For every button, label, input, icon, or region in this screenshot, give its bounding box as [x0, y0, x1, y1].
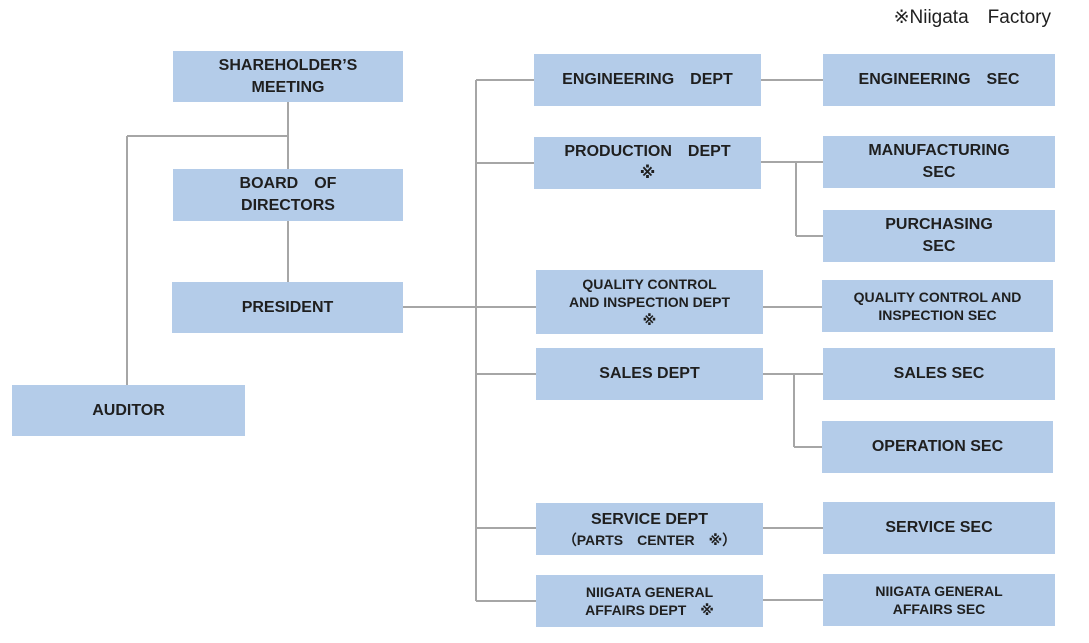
- president-label: PRESIDENT: [241, 298, 334, 316]
- service-sec-box: SERVICE SEC: [823, 502, 1055, 554]
- operation-sec-box: OPERATION SEC: [822, 421, 1053, 473]
- production-dept-box: PRODUCTION DEPT ※: [534, 137, 761, 189]
- auditor-label: AUDITOR: [92, 401, 165, 419]
- niigata-general-affairs-sec-label: NIIGATA GENERAL AFFAIRS SEC: [875, 583, 1003, 617]
- board-of-directors-label: BOARD OF DIRECTORS: [239, 175, 337, 214]
- sales-sec-label: SALES SEC: [893, 365, 985, 382]
- sales-dept-label: SALES DEPT: [599, 365, 700, 382]
- quality-control-dept-label: QUALITY CONTROL AND INSPECTION DEPT ※: [568, 276, 730, 328]
- service-dept-box: SERVICE DEPT （PARTS CENTER ※）: [536, 503, 763, 555]
- niigata-general-affairs-dept-box: NIIGATA GENERAL AFFAIRS DEPT ※: [536, 575, 763, 627]
- shareholders-meeting-label: SHAREHOLDER’S MEETING: [218, 56, 358, 96]
- quality-control-dept-box: QUALITY CONTROL AND INSPECTION DEPT ※: [536, 270, 763, 334]
- sales-dept-box: SALES DEPT: [536, 348, 763, 400]
- board-of-directors-box: BOARD OF DIRECTORS: [173, 169, 403, 221]
- engineering-sec-box: ENGINEERING SEC: [823, 54, 1055, 106]
- manufacturing-sec-box: MANUFACTURING SEC: [823, 136, 1055, 188]
- niigata-general-affairs-dept-label: NIIGATA GENERAL AFFAIRS DEPT ※: [585, 584, 714, 618]
- engineering-dept-label: ENGINEERING DEPT: [562, 71, 733, 88]
- purchasing-sec-box: PURCHASING SEC: [823, 210, 1055, 262]
- shareholders-meeting-box: SHAREHOLDER’S MEETING: [173, 51, 403, 102]
- parts-center-label: （PARTS CENTER ※）: [562, 532, 737, 548]
- president-box: PRESIDENT: [172, 282, 403, 333]
- sales-sec-box: SALES SEC: [823, 348, 1055, 400]
- niigata-general-affairs-sec-box: NIIGATA GENERAL AFFAIRS SEC: [823, 574, 1055, 626]
- purchasing-sec-label: PURCHASING SEC: [885, 216, 993, 255]
- quality-control-sec-label: QUALITY CONTROL AND INSPECTION SEC: [853, 289, 1022, 323]
- manufacturing-sec-label: MANUFACTURING SEC: [868, 142, 1010, 181]
- operation-sec-label: OPERATION SEC: [871, 438, 1004, 455]
- auditor-box: AUDITOR: [12, 385, 245, 436]
- engineering-dept-box: ENGINEERING DEPT: [534, 54, 761, 106]
- service-dept-label: SERVICE DEPT: [590, 511, 709, 528]
- quality-control-sec-box: QUALITY CONTROL AND INSPECTION SEC: [822, 280, 1053, 332]
- service-sec-label: SERVICE SEC: [885, 519, 993, 536]
- engineering-sec-label: ENGINEERING SEC: [858, 71, 1020, 88]
- niigata-factory-legend: ※Niigata Factory: [893, 7, 1051, 28]
- production-dept-label: PRODUCTION DEPT ※: [564, 143, 731, 182]
